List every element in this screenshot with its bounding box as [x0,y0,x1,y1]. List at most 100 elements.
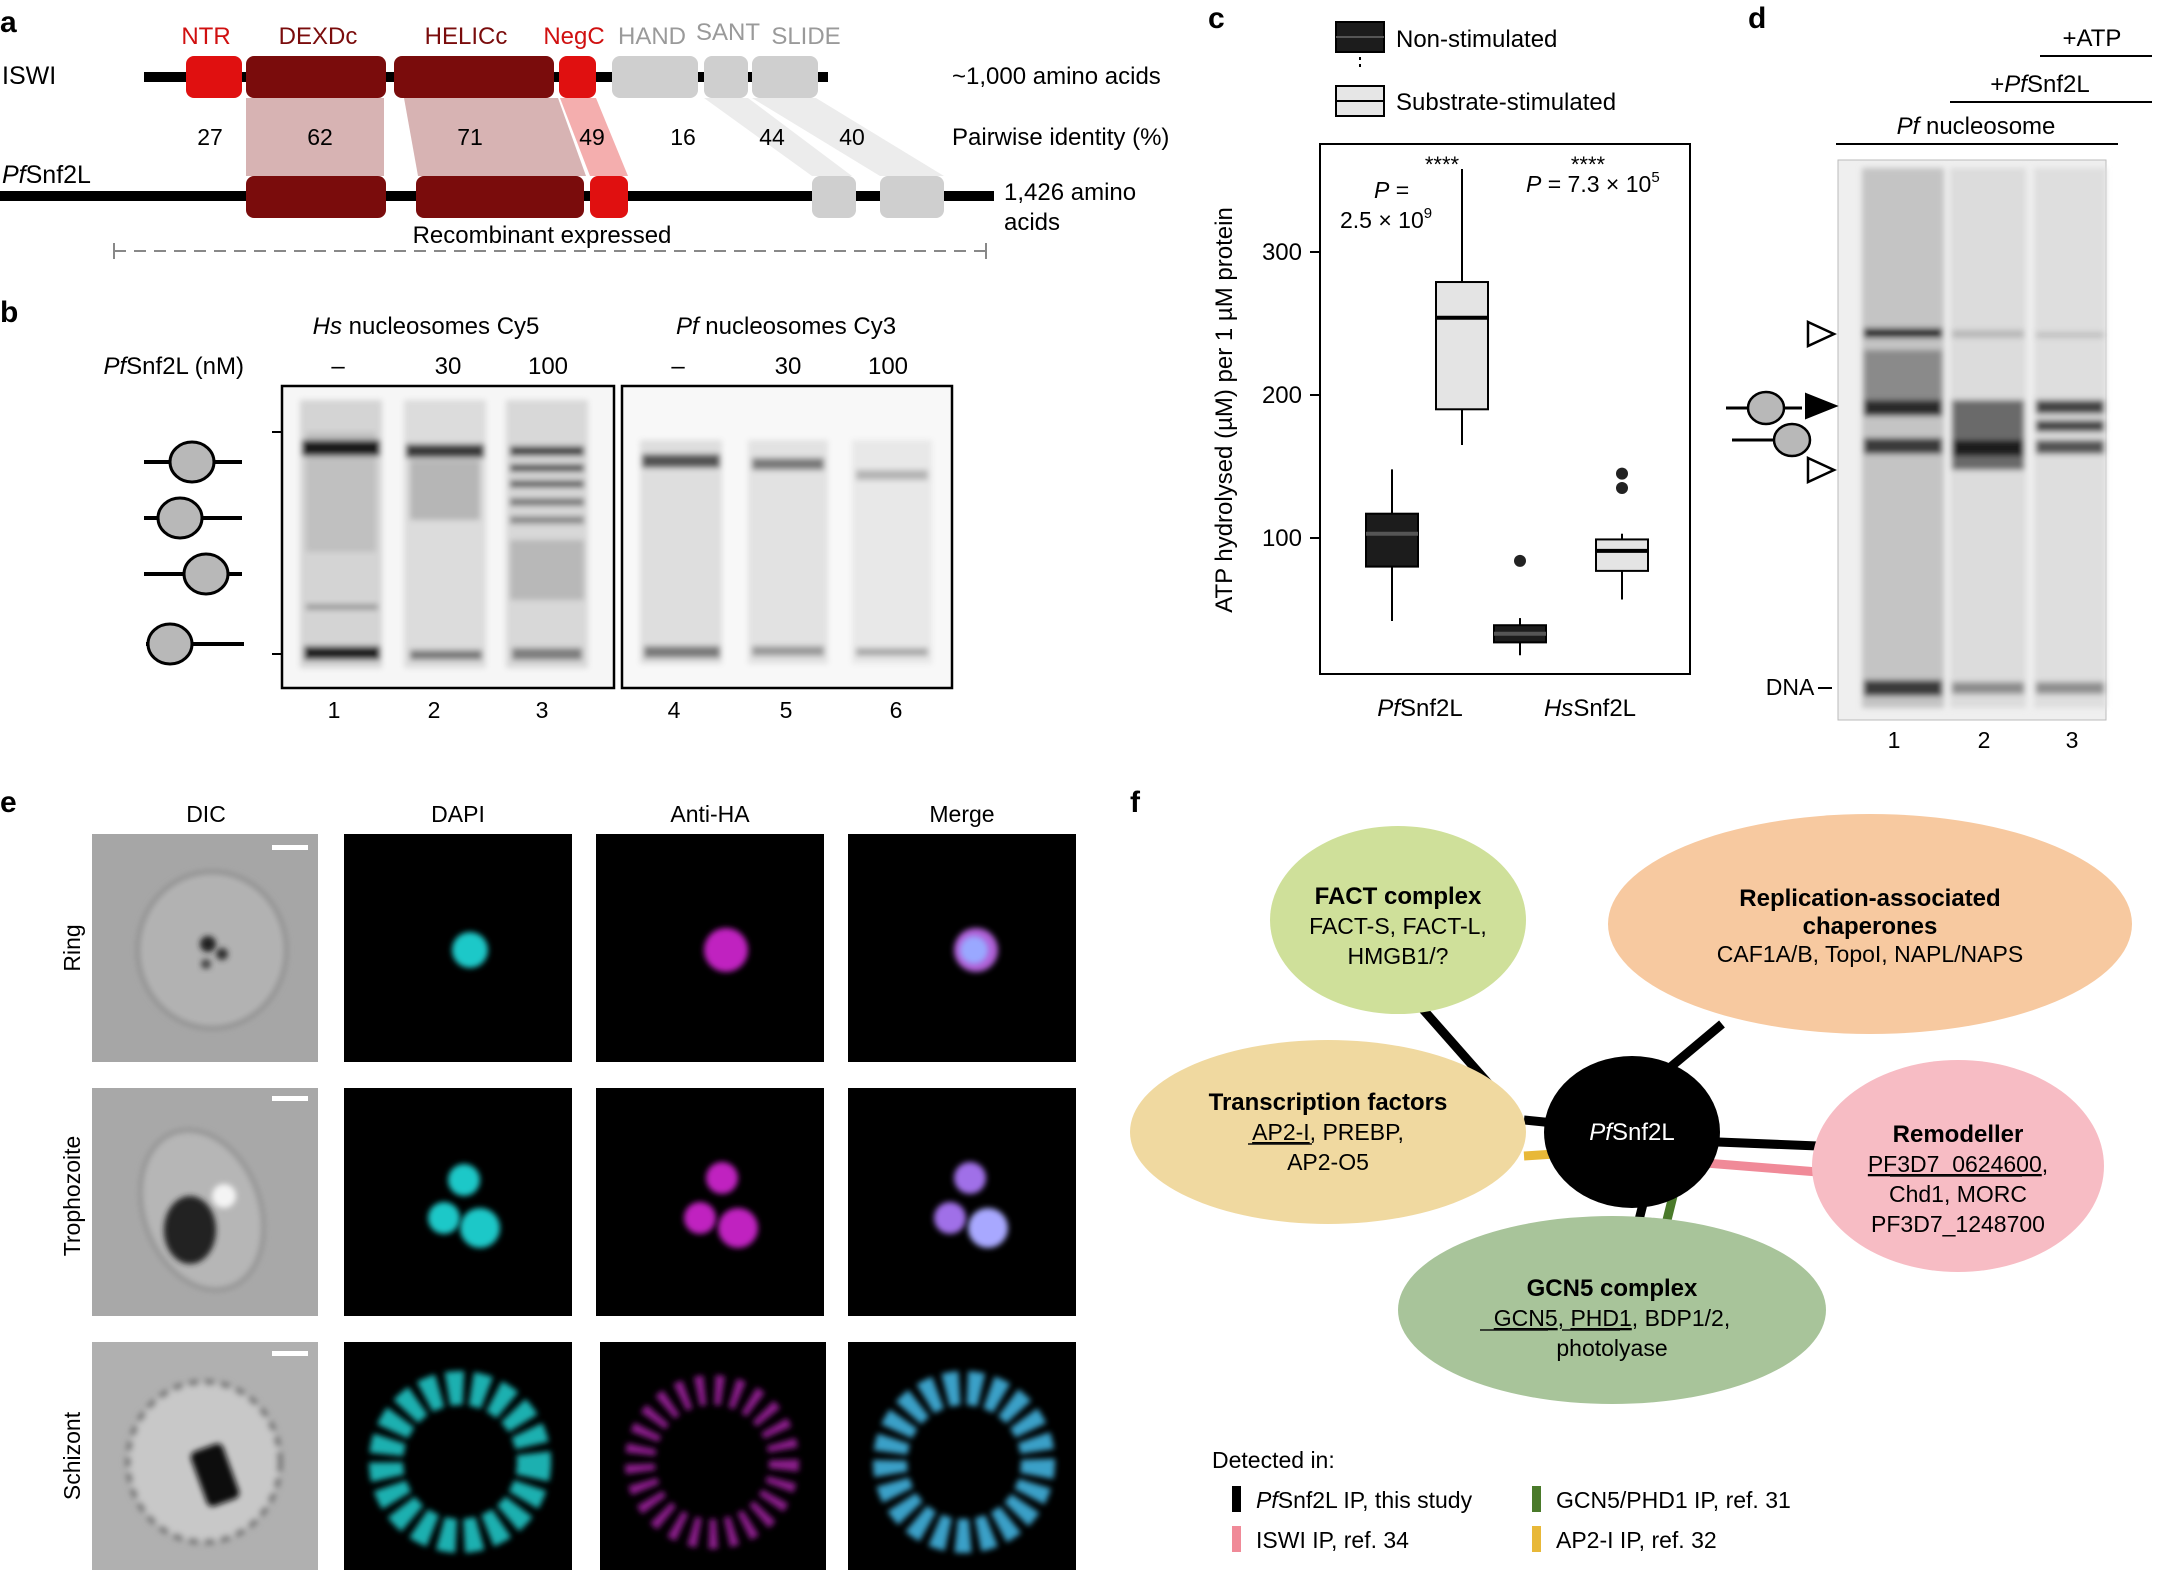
col-merge: Merge [929,801,994,827]
identity-ntr: 27 [197,124,223,150]
conc-lane-1: – [331,353,345,380]
legend-swatch-iswi-ip [1232,1526,1241,1552]
identity-connector-sant [704,98,852,176]
significance-stars-hs: **** [1571,152,1606,177]
label-helicc: HELICc [425,23,508,50]
micrograph-trophozoite-dic [92,1088,318,1316]
panel-c: c Non-stimulated Substrate-stimulated AT… [1208,2,1691,722]
micrograph-ring-dic [92,834,318,1062]
micrograph-ring-merge [848,834,1076,1062]
y-tick-label-100: 100 [1262,525,1302,552]
fact-title: FACT complex [1315,883,1482,910]
legend-iswi-ip: ISWI IP, ref. 34 [1256,1527,1409,1553]
node-transcription-factors: Transcription factors AP2-I, PREBP, AP2-… [1130,1040,1526,1224]
panel-label-f: f [1130,786,1141,819]
tf-members-2: AP2-O5 [1287,1149,1369,1175]
recombinant-label-bg [402,222,682,250]
rep-title-1: Replication-associated [1739,885,2000,912]
panel-label-c: c [1208,2,1225,35]
col-anti-ha: Anti-HA [670,801,750,827]
x-category-pfsnf2l: PfSnf2L [1377,695,1462,722]
fact-members-1: FACT-S, FACT-L, [1309,913,1487,939]
conc-lane-5: 30 [775,353,802,380]
panel-d: d +ATP +PfSnf2L Pf nucleosome [1726,2,2152,753]
micrograph-trophozoite-merge [848,1088,1076,1316]
iswi-hand-domain [612,56,698,98]
iswi-helicc-domain [394,56,554,98]
pf-length-line1: 1,426 amino [1004,179,1136,206]
identity-connector-slide [752,98,944,176]
node-fact-complex: FACT complex FACT-S, FACT-L, HMGB1/? [1270,826,1526,1014]
iswi-negc-domain [559,56,596,98]
center-label: PfSnf2L [1589,1119,1674,1146]
outlier-sub-hssnf2l-1 [1616,467,1628,480]
pf-slide-domain [880,176,944,218]
scale-bar-schizont [272,1351,308,1356]
conc-lane-4: – [671,353,685,380]
fact-members-2: HMGB1/? [1348,943,1449,969]
identity-negc: 49 [579,124,605,150]
recombinant-label: Recombinant expressed [413,222,672,249]
micrograph-trophozoite-anti-ha [596,1088,824,1316]
pf-negc-domain [590,176,628,218]
iswi-length: ~1,000 amino acids [952,63,1161,90]
iswi-dexdc-domain [246,56,386,98]
rem-members-1: PF3D7_0624600, [1868,1151,2048,1177]
d-lane-2: 2 [1978,727,1991,753]
pf-nucleosome-label: Pf nucleosome [1897,113,2056,140]
iswi-slide-domain [752,56,818,98]
dna-label: DNA [1766,674,1815,700]
panel-label-e: e [0,786,17,819]
identity-dexdc: 62 [307,124,333,150]
rep-title-2: chaperones [1803,913,1938,940]
panel-b: b Hs nucleosomes Cy5 Pf nucleosomes Cy3 … [0,296,954,723]
conc-lane-3: 100 [528,353,568,380]
lane-3: 3 [536,697,549,723]
row-schizont: Schizont [59,1411,85,1500]
x-category-hssnf2l: HsSnf2L [1544,695,1636,722]
pf-dexdc-domain [246,176,386,218]
gel-hs [280,384,616,690]
gcn-members-2: photolyase [1556,1335,1667,1361]
p-value-hs: P = 7.3 × 105 [1526,169,1660,197]
legend-non-stimulated: Non-stimulated [1396,26,1557,53]
micrograph-ring-dapi [344,834,572,1062]
p-value-pf-line2: 2.5 × 109 [1340,205,1432,233]
box-non-pfsnf2l [1365,512,1419,568]
outlier-sub-hssnf2l-0 [1616,481,1628,494]
plot-frame [1319,143,1691,675]
chart-legend: Non-stimulated Substrate-stimulated [1335,21,1616,117]
legend-swatch-ap2i-ip [1532,1526,1541,1552]
label-sant: SANT [696,19,760,46]
iswi-sant-domain [704,56,748,98]
legend-swatch-gcn5-ip [1532,1486,1541,1512]
node-gcn5-complex: GCN5 complex GCN5, PHD1, BDP1/2, photoly… [1398,1216,1826,1404]
pf-length-line2: acids [1004,209,1060,236]
node-pfsnf2l-center: PfSnf2L [1544,1056,1720,1208]
box-sub-hssnf2l [1595,538,1649,572]
legend-pfsnf2l-ip: PfSnf2L IP, this study [1256,1487,1473,1513]
identity-slide: 40 [839,124,865,150]
filled-arrowhead [1805,392,1839,420]
legend-gcn5-ip: GCN5/PHD1 IP, ref. 31 [1556,1487,1791,1513]
gel-pf [620,384,954,690]
scale-bar-ring [272,845,308,850]
identity-connector-negc [560,98,628,176]
identity-label: Pairwise identity (%) [952,124,1169,151]
detection-legend: Detected in: PfSnf2L IP, this study GCN5… [1212,1447,1791,1553]
lane-4: 4 [668,697,681,723]
micrograph-schizont-dic [92,1342,318,1570]
panel-label-b: b [0,296,18,329]
rem-members-3: PF3D7_1248700 [1871,1211,2045,1237]
micrograph-ring-anti-ha [596,834,824,1062]
conc-lane-2: 30 [435,353,462,380]
col-dic: DIC [186,801,226,827]
legend-swatch-pfsnf2l-ip [1232,1486,1241,1512]
plus-pfsnf2l-label: +PfSnf2L [1990,71,2089,98]
outlier-non-hssnf2l-0 [1514,554,1526,567]
significance-stars-pf: **** [1425,152,1460,177]
panel-a: a ISWI PfSnf2L NTR DEXDc HELICc NegC HAN… [0,6,1169,259]
detected-in-label: Detected in: [1212,1447,1335,1473]
label-negc: NegC [543,23,604,50]
